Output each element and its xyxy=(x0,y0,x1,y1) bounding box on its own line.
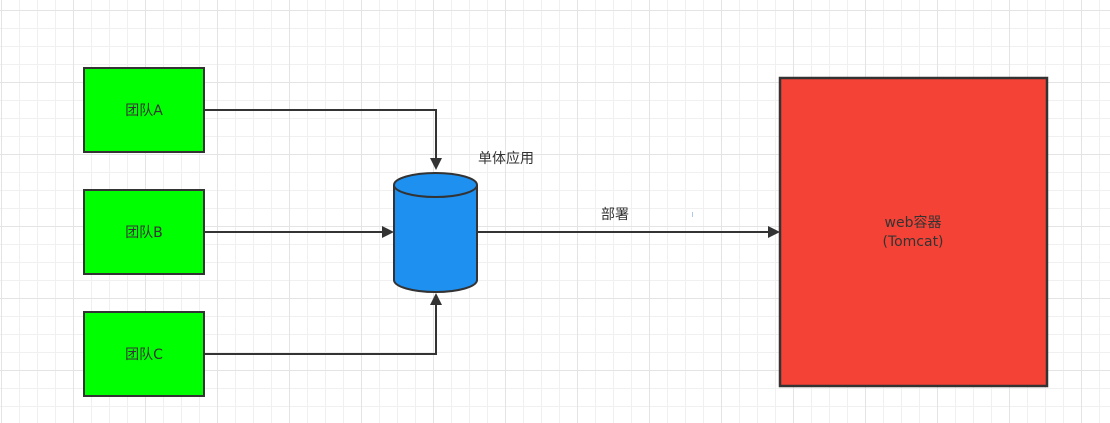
web-container-node[interactable]: web容器 (Tomcat) xyxy=(778,76,1049,388)
web-container-box[interactable] xyxy=(778,76,1049,388)
web-container-label-line2: (Tomcat) xyxy=(882,234,943,250)
team-a-label: 团队A xyxy=(125,103,163,119)
monolith-app-label: 单体应用 xyxy=(478,150,534,167)
team-c-label: 团队C xyxy=(125,347,163,363)
edge-team-c-to-app[interactable] xyxy=(204,293,442,355)
team-a-box[interactable] xyxy=(83,67,205,153)
team-c-box[interactable] xyxy=(83,311,205,397)
monolith-app-node[interactable] xyxy=(393,172,478,293)
stray-mark xyxy=(692,212,693,217)
team-b-label: 团队B xyxy=(125,225,163,241)
team-a-node[interactable]: 团队A xyxy=(83,67,205,153)
cylinder-body[interactable] xyxy=(393,172,478,293)
deploy-edge-label: 部署 xyxy=(601,207,629,223)
cylinder-top-rim xyxy=(393,184,478,198)
edge-team-a-to-app[interactable] xyxy=(204,109,442,170)
web-container-label-line1: web容器 xyxy=(885,214,942,231)
team-b-node[interactable]: 团队B xyxy=(83,189,205,275)
team-b-box[interactable] xyxy=(83,189,205,275)
team-c-node[interactable]: 团队C xyxy=(83,311,205,397)
